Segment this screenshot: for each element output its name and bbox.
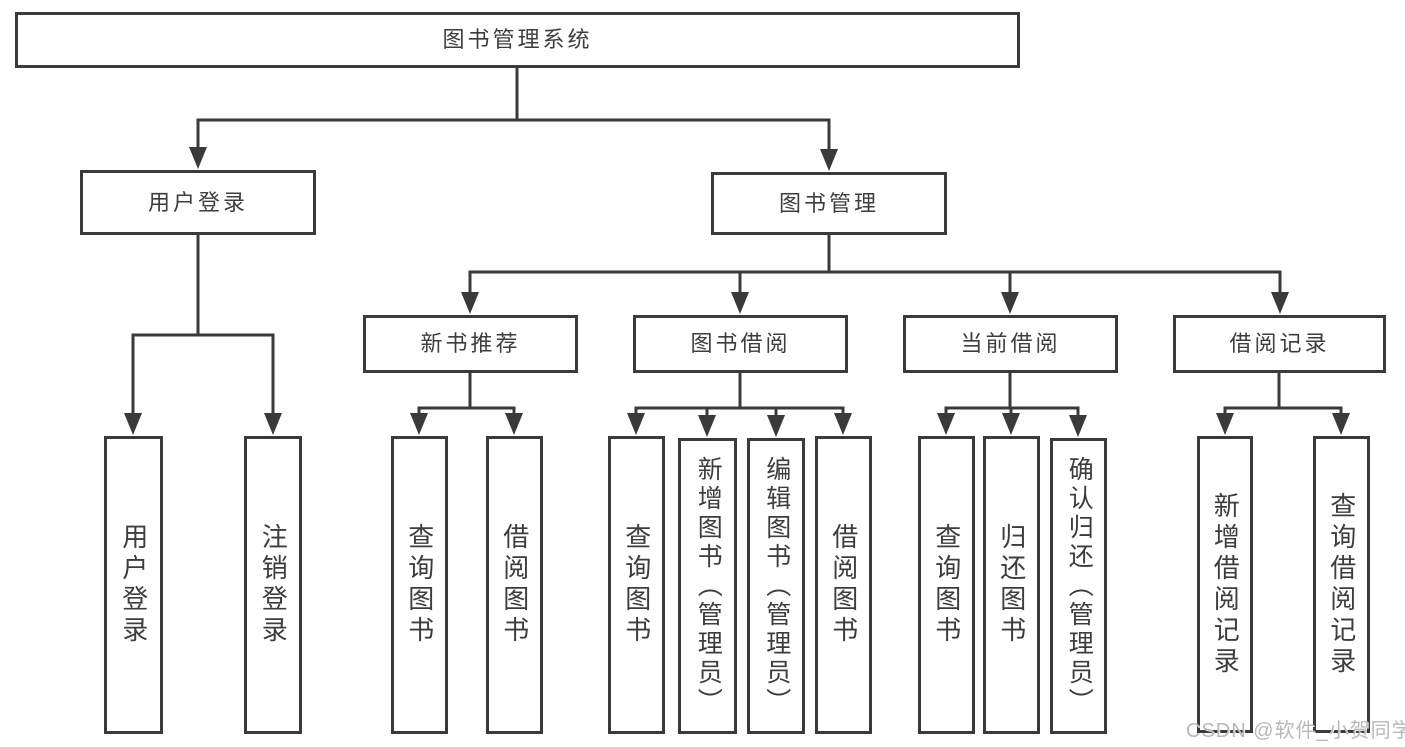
leaf-add-books-admin: 新增图书（管理员） (678, 438, 737, 734)
leaf-logout: 注销登录 (244, 436, 302, 734)
node-borrow-records: 借阅记录 (1173, 315, 1386, 373)
leaf-recommend-borrow-books: 借阅图书 (486, 436, 543, 734)
leaf-edit-books-admin: 编辑图书（管理员） (747, 438, 805, 734)
leaf-current-query-books: 查询图书 (918, 436, 975, 734)
node-book-management: 图书管理 (711, 172, 947, 235)
leaf-return-books: 归还图书 (983, 436, 1040, 734)
leaf-borrow-query-books: 查询图书 (608, 436, 665, 734)
node-root: 图书管理系统 (15, 12, 1020, 68)
node-book-borrow: 图书借阅 (633, 315, 848, 373)
leaf-user-login: 用户登录 (104, 436, 163, 734)
leaf-borrow-borrow-books: 借阅图书 (815, 436, 872, 734)
leaf-query-borrow-record: 查询借阅记录 (1313, 436, 1370, 733)
csdn-watermark: CSDN @软件_小贺同学 (1186, 720, 1405, 742)
node-new-book-recommend: 新书推荐 (363, 315, 578, 373)
leaf-confirm-return-admin: 确认归还（管理员） (1050, 438, 1107, 734)
node-current-borrow: 当前借阅 (903, 315, 1118, 373)
leaf-add-borrow-record: 新增借阅记录 (1197, 436, 1253, 733)
leaf-recommend-query-books: 查询图书 (391, 436, 448, 734)
node-user-login: 用户登录 (80, 170, 316, 235)
